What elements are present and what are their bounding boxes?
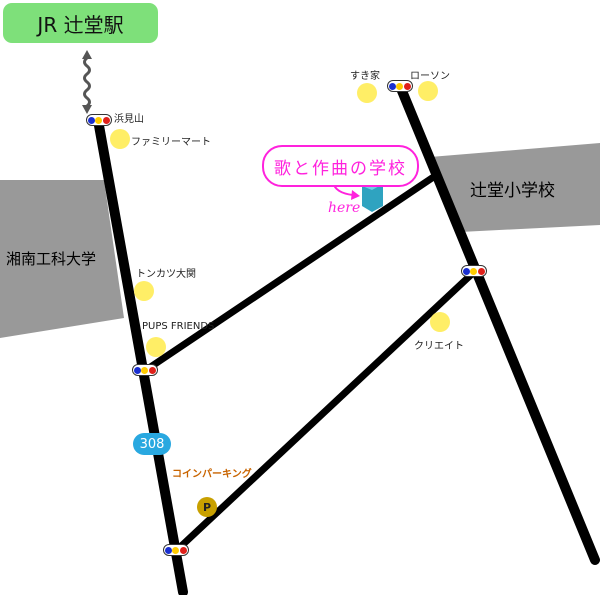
destination-bubble: 歌と作曲の学校 [262, 145, 419, 187]
traffic-signal-hamamiyama [86, 114, 112, 126]
traffic-signal-top-right [387, 80, 413, 92]
landmark-sukiya: すき家 [350, 71, 380, 82]
school-area [430, 143, 600, 232]
poi-dot-tonkatsu [134, 281, 154, 301]
landmark-hamamiyama: 浜見山 [114, 114, 144, 125]
parking-marker: P [197, 497, 217, 517]
traffic-signal-bottom [163, 544, 189, 556]
poi-dot-family-mart [110, 129, 130, 149]
landmark-lawson: ローソン [410, 71, 450, 82]
road-upper-cross [142, 174, 436, 374]
landmark-family-mart: ファミリーマート [131, 137, 211, 148]
here-label: here [328, 200, 361, 216]
poi-dot-sukiya [357, 83, 377, 103]
arrow-head-down [82, 105, 92, 114]
poi-dot-create [430, 312, 450, 332]
pointer-arrow-head [351, 190, 360, 200]
landmark-pups-friends: PUPS FRIENDS [142, 321, 215, 332]
university-area [0, 180, 124, 338]
university-label: 湘南工科大学 [6, 250, 97, 268]
landmark-coin-parking: コインパーキング [172, 469, 252, 480]
poi-dot-lawson [418, 81, 438, 101]
landmark-tonkatsu: トンカツ大関 [136, 269, 196, 280]
station-connector-arrow [83, 56, 91, 108]
landmark-create: クリエイト [414, 341, 464, 352]
road-left-main [93, 115, 188, 595]
traffic-signal-right-middle [461, 265, 487, 277]
road-right-main [395, 81, 600, 565]
jr-station-label: JR 辻堂駅 [3, 3, 158, 43]
road-lower-cross [173, 268, 478, 554]
route-308-badge: 308 [133, 433, 171, 455]
arrow-head-up [82, 50, 92, 59]
traffic-signal-left-middle [132, 364, 158, 376]
poi-dot-pups-friends [146, 337, 166, 357]
school-label: 辻堂小学校 [470, 181, 555, 201]
